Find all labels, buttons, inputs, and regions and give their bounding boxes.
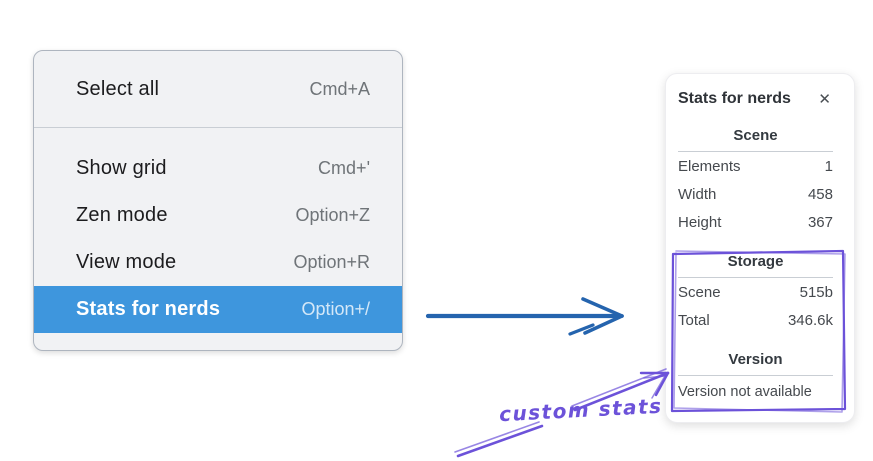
scene-section-header: Scene: [733, 127, 778, 144]
menu-divider: [34, 127, 402, 128]
section-divider: [678, 277, 833, 278]
stat-value: 458: [807, 186, 833, 203]
stat-row-storage-scene: Scene 515b: [678, 279, 833, 307]
annotation-label: custom stats: [498, 393, 664, 427]
stat-row-width: Width 458: [678, 181, 833, 209]
menu-item-shortcut: Option+Z: [295, 205, 370, 225]
stat-label: Scene: [678, 284, 721, 301]
stat-row-height: Height 367: [678, 209, 833, 237]
menu-section-bottom: Show grid Cmd+' Zen mode Option+Z View m…: [34, 128, 402, 350]
menu-item-shortcut: Option+R: [293, 252, 370, 272]
right-arrow-icon: [425, 297, 624, 336]
stat-label: Height: [678, 214, 722, 231]
version-section-header: Version: [728, 351, 783, 368]
stat-value: 367: [807, 214, 833, 231]
version-note: Version not available: [678, 384, 812, 400]
close-icon[interactable]: ✕: [818, 90, 831, 108]
section-divider: [678, 375, 833, 376]
menu-item-label: Zen mode: [76, 204, 168, 226]
menu-section-top: Select all Cmd+A: [34, 51, 402, 127]
menu-item-label: Stats for nerds: [76, 298, 221, 320]
stat-label: Width: [678, 186, 717, 203]
stat-label: Elements: [678, 158, 741, 175]
section-divider: [678, 151, 833, 152]
menu-item-show-grid[interactable]: Show grid Cmd+': [34, 145, 402, 192]
menu-item-select-all[interactable]: Select all Cmd+A: [34, 66, 402, 113]
stat-row-storage-total: Total 346.6k: [678, 307, 833, 335]
stat-value: 346.6k: [787, 312, 833, 329]
stats-panel: Stats for nerds ✕ Scene Elements 1 Width…: [665, 73, 855, 423]
stats-panel-header: Stats for nerds ✕: [678, 87, 833, 111]
stat-label: Total: [678, 312, 710, 329]
menu-item-label: View mode: [76, 251, 177, 273]
menu-item-stats-for-nerds[interactable]: Stats for nerds Option+/: [34, 286, 402, 333]
menu-item-label: Select all: [76, 78, 160, 100]
storage-section-header: Storage: [727, 253, 784, 270]
menu-item-shortcut: Option+/: [301, 299, 370, 319]
menu-item-zen-mode[interactable]: Zen mode Option+Z: [34, 192, 402, 239]
menu-item-view-mode[interactable]: View mode Option+R: [34, 239, 402, 286]
menu-item-shortcut: Cmd+': [318, 158, 370, 178]
stat-value: 1: [824, 158, 833, 175]
context-menu: Select all Cmd+A Show grid Cmd+' Zen mod…: [33, 50, 403, 351]
stat-row-elements: Elements 1: [678, 153, 833, 181]
stats-panel-title: Stats for nerds: [678, 90, 791, 107]
menu-item-shortcut: Cmd+A: [309, 79, 370, 99]
menu-item-label: Show grid: [76, 157, 167, 179]
stat-value: 515b: [799, 284, 833, 301]
